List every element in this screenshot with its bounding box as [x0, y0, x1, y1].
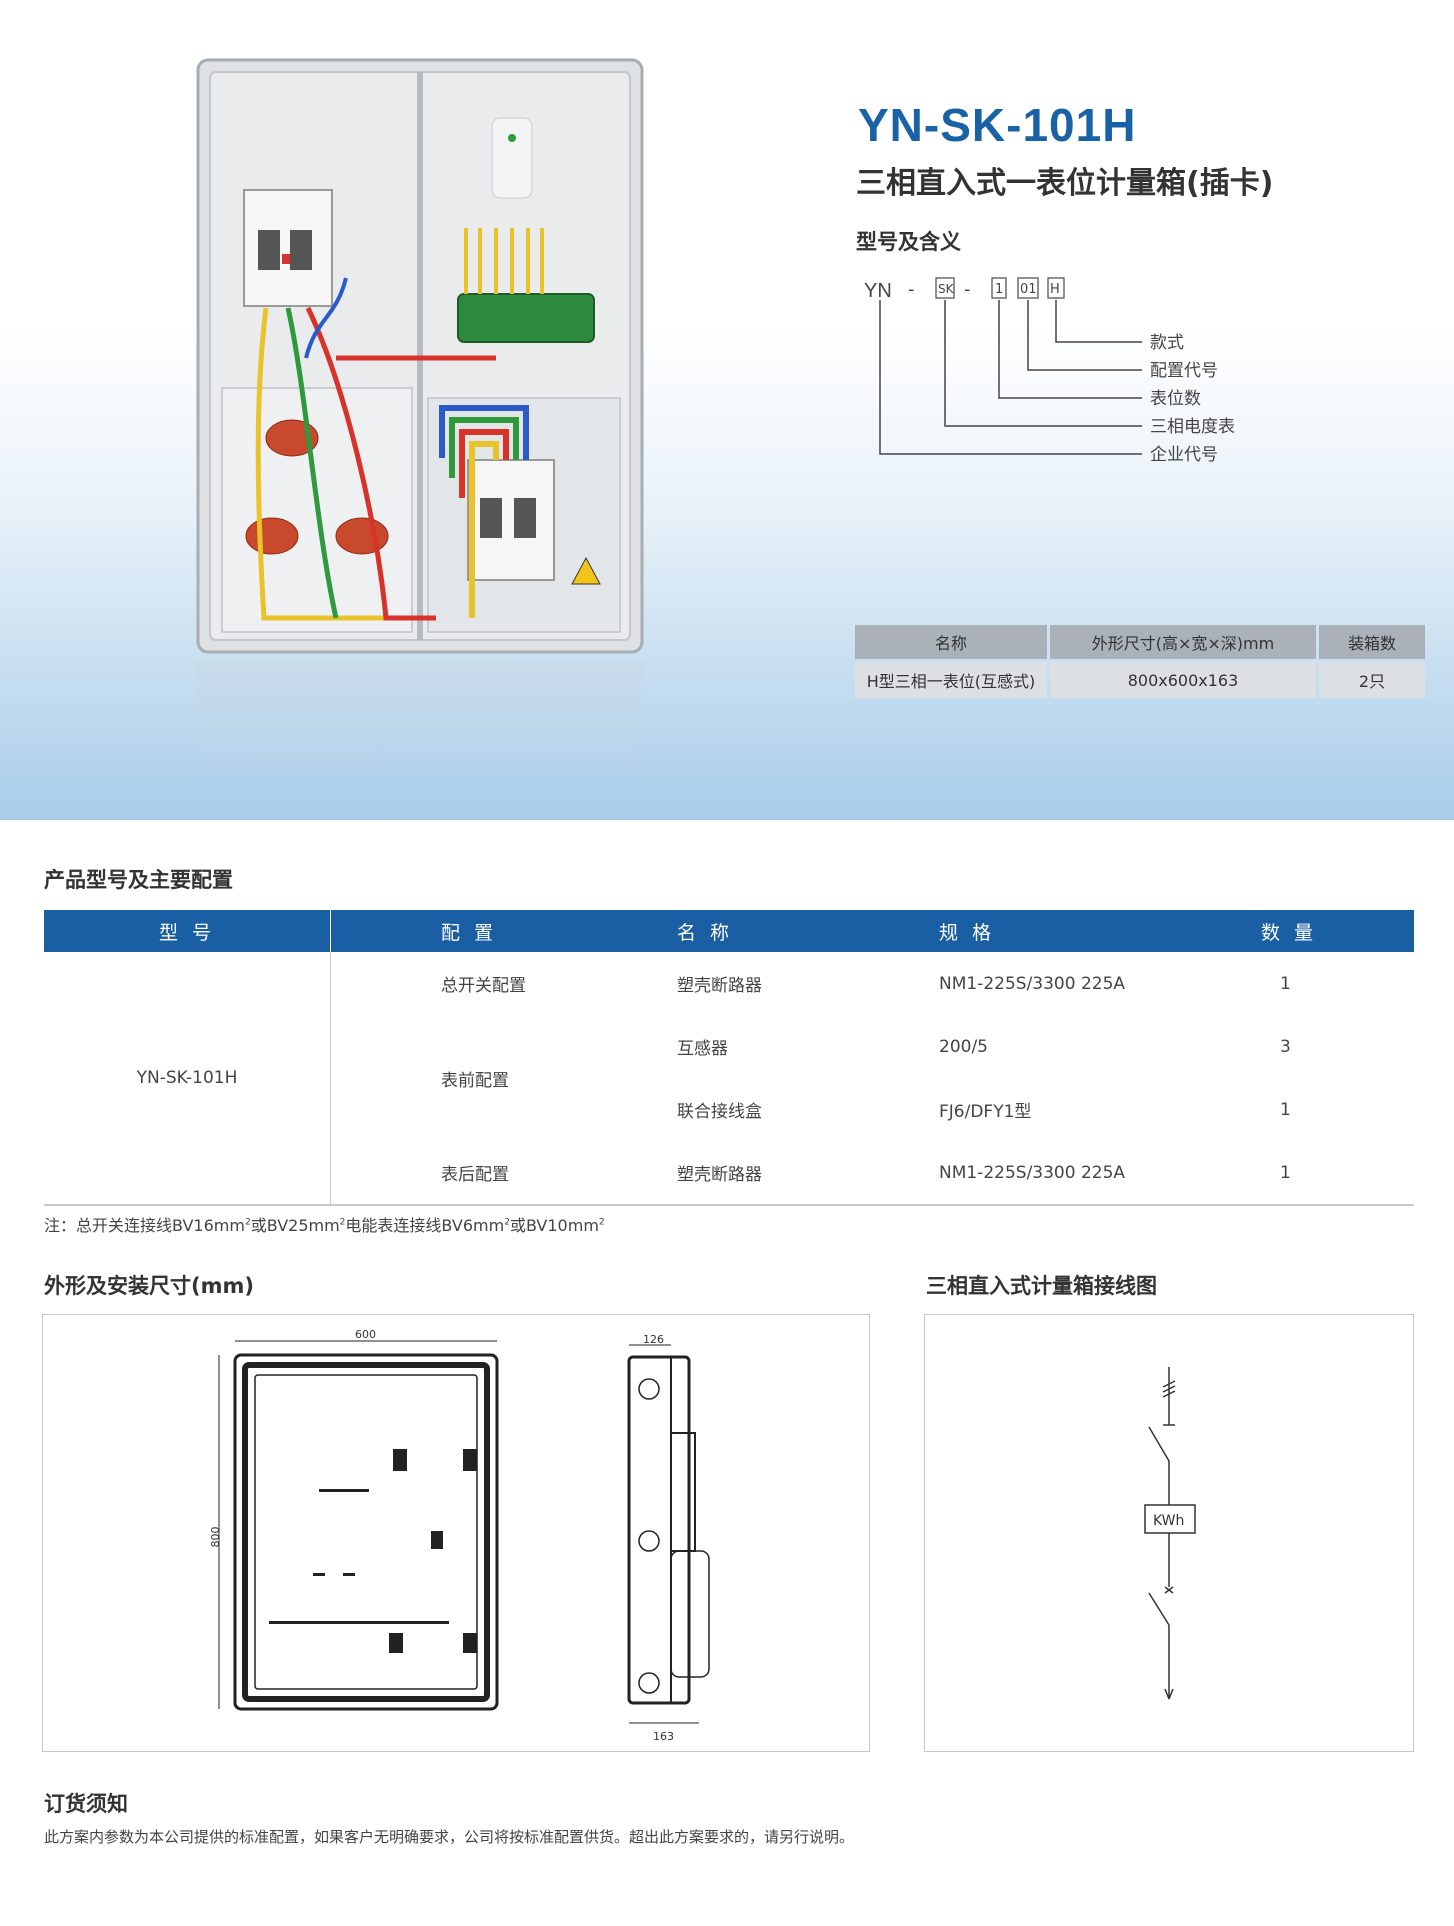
config-cell-spec: NM1-225S/3300 225A: [939, 973, 1126, 994]
config-cell-qty: 1: [1280, 1162, 1291, 1183]
model-meaning-title: 型号及含义: [856, 230, 961, 254]
config-cell-spec: NM1-225S/3300 225A: [939, 1162, 1126, 1183]
code-dash-2: -: [964, 279, 971, 300]
config-title: 产品型号及主要配置: [44, 868, 233, 892]
model-subtitle: 三相直入式一表位计量箱(插卡): [856, 166, 1274, 201]
config-table: 型 号 配 置 名 称 规 格 数 量 YN-SK-101H 总开关配置 塑壳断…: [44, 910, 1414, 1206]
order-text: 此方案内参数为本公司提供的标准配置，如果客户无明确要求，公司将按标准配置供货。超…: [44, 1828, 855, 1846]
table-row: 表前配置 互感器 200/5 3: [44, 1015, 1414, 1091]
note-sup: 2: [339, 1217, 346, 1228]
meaning-company-code: 企业代号: [1150, 445, 1218, 465]
model-meaning-diagram: YN - SK - 1 01 H 款式 配置代号 表位数 三相电度表 企业代号: [864, 277, 1235, 465]
table-row: 联合接线盒 FJ6/DFY1型 1: [44, 1078, 1414, 1141]
meaning-style: 款式: [1150, 333, 1184, 353]
table-row: H型三相一表位(互感式) 800x600x163 2只: [855, 662, 1425, 698]
table-row: 表后配置 塑壳断路器 NM1-225S/3300 225A 1: [44, 1141, 1414, 1205]
config-header-name: 名 称: [676, 910, 938, 952]
config-cell-config: 表前配置: [441, 1070, 509, 1091]
dimensions-title: 外形及安装尺寸(mm): [44, 1274, 254, 1298]
meaning-three-phase-meter: 三相电度表: [1150, 417, 1235, 437]
spec-cell-size: 800x600x163: [1050, 662, 1316, 698]
product-reflection: [196, 660, 644, 780]
note-part: 电能表连接线BV6mm: [345, 1216, 505, 1235]
spec-table: 名称 外形尺寸(高×宽×深)mm 装箱数 H型三相一表位(互感式) 800x60…: [852, 622, 1428, 701]
code-part-yn: YN: [864, 280, 892, 302]
wiring-diagram: KWh: [1144, 1367, 1196, 1700]
spec-cell-name: H型三相一表位(互感式): [855, 662, 1047, 698]
config-cell-model: YN-SK-101H: [44, 952, 331, 1206]
dim-width-label: 600: [355, 1328, 376, 1341]
config-cell-config: 总开关配置: [441, 976, 526, 996]
dim-depth-bottom-label: 163: [653, 1730, 674, 1743]
meaning-meter-positions: 表位数: [1150, 389, 1201, 409]
config-cell-qty: 1: [1280, 1099, 1291, 1120]
order-title: 订货须知: [44, 1792, 128, 1816]
spec-header-pack: 装箱数: [1319, 625, 1425, 659]
wiring-title: 三相直入式计量箱接线图: [926, 1274, 1157, 1298]
wiring-note: 注：总开关连接线BV16mm2或BV25mm2电能表连接线BV6mm2或BV10…: [44, 1212, 605, 1236]
note-sup: 2: [504, 1217, 510, 1228]
config-cell-name: 互感器: [677, 1039, 728, 1059]
dim-depth-top-label: 126: [643, 1333, 664, 1346]
config-header-model: 型 号: [44, 910, 331, 952]
dimension-drawing-panel: 600 800 126 163: [42, 1314, 870, 1752]
note-part: 注：总开关连接线BV16mm: [44, 1216, 245, 1235]
note-sup: 2: [244, 1217, 251, 1228]
table-row: YN-SK-101H 总开关配置 塑壳断路器 NM1-225S/3300 225…: [44, 952, 1414, 1206]
meaning-config-code: 配置代号: [1150, 361, 1218, 381]
code-part-sk: SK: [938, 282, 955, 296]
meter-label: KWh: [1153, 1513, 1184, 1529]
code-part-h: H: [1050, 282, 1060, 297]
product-photo: [196, 58, 644, 654]
config-header-config: 配 置: [330, 910, 676, 952]
config-cell-config: 表后配置: [441, 1165, 509, 1185]
dim-height-label: 800: [209, 1527, 222, 1548]
spec-cell-pack: 2只: [1319, 662, 1425, 698]
config-cell-qty: 1: [1280, 973, 1291, 994]
wiring-diagram-panel: KWh: [924, 1314, 1414, 1752]
note-part: 或BV25mm: [250, 1216, 340, 1235]
code-part-01: 01: [1020, 282, 1037, 297]
code-dash: -: [908, 279, 915, 300]
config-header-qty: 数 量: [1260, 910, 1414, 952]
spec-header-name: 名称: [855, 625, 1047, 659]
note-part: 或BV10mm: [509, 1216, 599, 1235]
config-cell-name: 联合接线盒: [677, 1102, 762, 1122]
config-cell-qty: 3: [1280, 1036, 1291, 1057]
note-sup: 2: [598, 1217, 605, 1228]
dimension-drawing: 600 800 126 163: [209, 1328, 710, 1743]
code-part-1: 1: [995, 282, 1003, 297]
config-cell-spec: 200/5: [939, 1036, 988, 1057]
config-header-spec: 规 格: [938, 910, 1260, 952]
config-cell-name: 塑壳断路器: [677, 976, 762, 996]
model-title: YN-SK-101H: [858, 99, 1137, 151]
spec-header-size: 外形尺寸(高×宽×深)mm: [1050, 625, 1316, 659]
config-cell-name: 塑壳断路器: [677, 1165, 762, 1185]
config-cell-spec: FJ6/DFY1型: [939, 1102, 1032, 1122]
